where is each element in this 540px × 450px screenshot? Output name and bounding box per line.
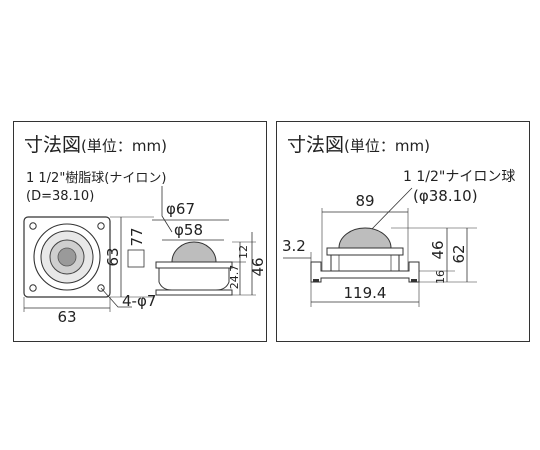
right-offset-label: 3.2 [282, 237, 306, 255]
right-drawing: 1 1/2"ナイロン球 (φ38.10) 89 3.2 119.4 [282, 169, 515, 307]
right-title: 寸法図(単位：mm) [287, 130, 430, 157]
left-top-view [23, 216, 111, 298]
right-ball-side [338, 227, 392, 249]
left-holes-label: 4-φ7 [122, 292, 156, 310]
right-foot-right [411, 279, 417, 282]
left-drawing: 1 1/2"樹脂球(ナイロン) (D=38.10) 63 63 77 φ67 [23, 171, 267, 326]
left-title-text: 寸法図 [24, 134, 82, 156]
right-foot-left [313, 279, 319, 282]
left-hole-tl [29, 222, 37, 230]
left-unit-text: (単位：mm) [81, 137, 167, 155]
left-side-view [155, 241, 233, 296]
right-flange-label: 16 [434, 270, 447, 284]
right-title-text: 寸法図 [287, 134, 345, 156]
right-dimension-panel: 寸法図(単位：mm) 1 1/2"ナイロン球 (φ38.10) 89 3.2 [276, 121, 530, 342]
left-body [158, 267, 230, 291]
left-inner-dia-label: φ58 [174, 221, 203, 239]
left-lower-dim-label: 24.7 [228, 265, 241, 290]
right-rim [326, 247, 404, 256]
left-base-side [155, 289, 233, 296]
right-ball-leader [368, 187, 413, 233]
right-unit-text: (単位：mm) [344, 137, 430, 155]
left-ball-core [57, 247, 77, 267]
left-ball-leader [161, 186, 173, 233]
right-side-view [310, 227, 420, 283]
left-width-label: 63 [57, 308, 76, 326]
left-ball-side [171, 241, 217, 263]
left-side-box [127, 249, 145, 268]
left-top-dim-label: 12 [237, 245, 250, 259]
left-outer-dia-label: φ67 [166, 200, 195, 218]
left-hole-tr [97, 222, 105, 230]
right-ball-label-1: 1 1/2"ナイロン球 [403, 169, 515, 185]
right-height-label: 46 [429, 240, 447, 259]
right-total-height-label: 62 [450, 244, 468, 263]
left-ball-label-1: 1 1/2"樹脂球(ナイロン) [26, 171, 166, 186]
left-side-label: 77 [128, 227, 146, 246]
left-total-dim-label: 46 [249, 257, 267, 276]
left-rim [155, 261, 233, 269]
left-ball-label-2: (D=38.10) [26, 189, 94, 204]
left-hole-bl [29, 284, 37, 292]
right-body [330, 254, 400, 272]
right-overall-width-label: 119.4 [344, 284, 387, 302]
left-dimension-panel: 寸法図(単位：mm) 1 1/2"樹脂球(ナイロン) (D=38.10) 63 … [13, 121, 267, 342]
right-width-label: 89 [355, 192, 374, 210]
left-height-label: 63 [104, 247, 122, 266]
left-title: 寸法図(単位：mm) [24, 130, 167, 157]
right-ball-label-2: (φ38.10) [413, 187, 478, 205]
